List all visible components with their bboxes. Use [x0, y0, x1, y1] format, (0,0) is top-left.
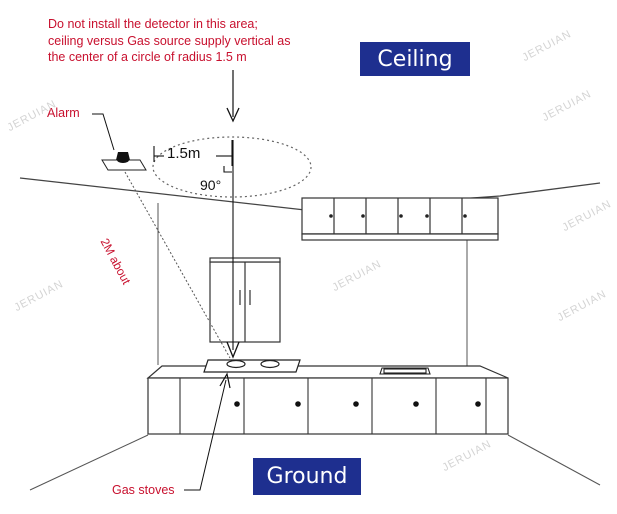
alarm-detector — [101, 152, 147, 171]
gas-stove — [203, 359, 301, 373]
floor-line-left — [29, 434, 149, 491]
countertop — [146, 365, 509, 435]
warning-line-3: the center of a circle of radius 1.5 m — [48, 50, 247, 64]
radius-label: 1.5m — [167, 145, 201, 162]
ground-label: Ground — [253, 458, 361, 495]
sink — [379, 367, 431, 375]
base-cabinet-dividers — [179, 378, 487, 434]
gas-stoves-label: Gas stoves — [112, 483, 175, 497]
upper-cabinets — [301, 197, 499, 241]
stove-leader — [184, 372, 231, 491]
distance-line — [124, 171, 231, 359]
upper-cabinet-knobs — [329, 214, 467, 218]
center-line — [226, 140, 240, 359]
note-arrow — [226, 70, 240, 123]
exclusion-zone — [152, 136, 312, 198]
radius-marker — [153, 140, 233, 173]
warning-line-1: Do not install the detector in this area… — [48, 17, 258, 31]
floor-line-right — [507, 434, 601, 486]
alarm-label: Alarm — [47, 106, 80, 120]
alarm-leader — [92, 113, 115, 151]
warning-line-2: ceiling versus Gas source supply vertica… — [48, 33, 291, 48]
warning-note: Do not install the detector in this area… — [48, 16, 348, 66]
range-hood — [209, 257, 281, 343]
ceiling-label: Ceiling — [360, 42, 470, 76]
base-cabinet-knobs — [234, 401, 481, 407]
angle-label: 90° — [200, 177, 222, 193]
